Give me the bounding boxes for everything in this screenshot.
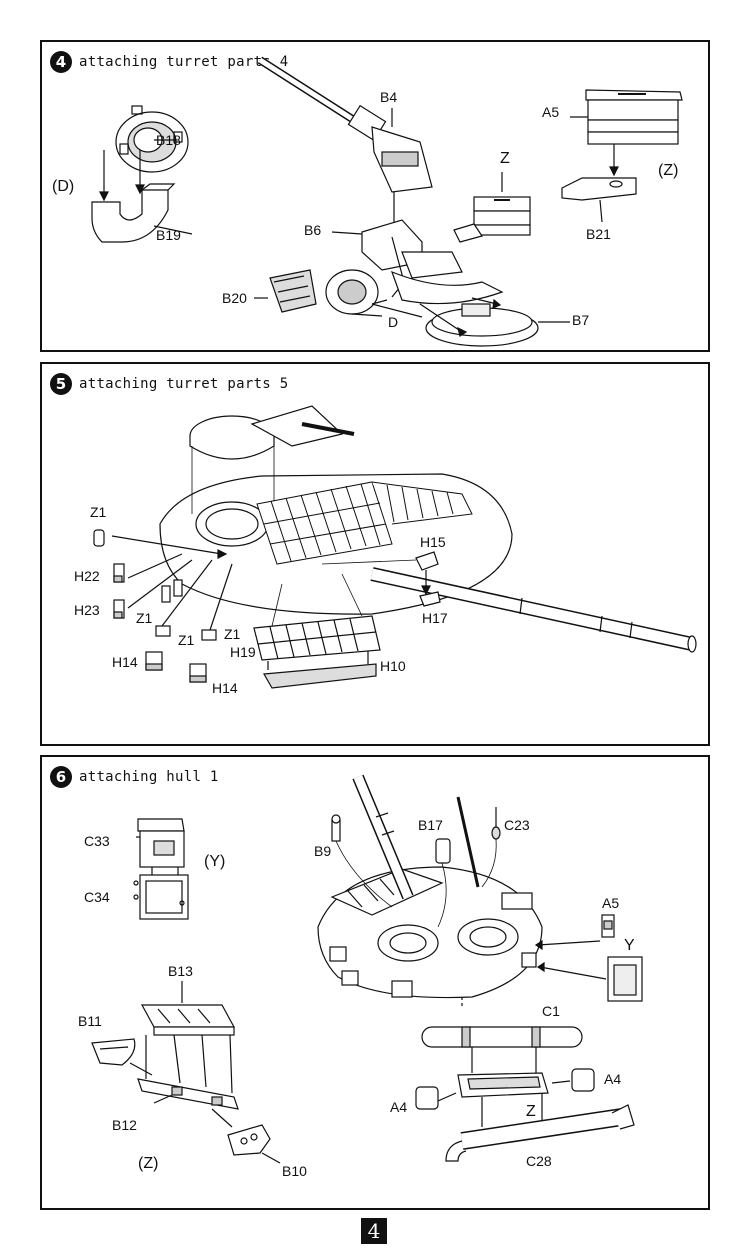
label-b4: B4 [380,89,398,105]
part-z1-drawing [93,529,105,547]
label-b11: B11 [78,1013,102,1029]
part-h10-drawing [263,663,377,689]
label-z1-top: Z1 [90,504,107,520]
part-b11-drawing [91,1038,136,1066]
part-y-box-drawing [607,956,643,1002]
label-h23: H23 [74,602,100,618]
step-title: attaching turret parts 4 [79,54,289,70]
step-5-illustration [93,405,697,689]
step-6-panel: 6 attaching hull 1 [40,755,710,1210]
part-h22-drawing [113,563,125,583]
label-c28: C28 [526,1153,552,1169]
label-z-sub: (Z) [658,162,679,179]
part-z-frame-drawing [457,1072,549,1098]
part-c34-drawing [133,874,189,920]
label-a4-right: A4 [604,1071,622,1087]
label-z: Z [526,1103,536,1120]
step-number: 4 [50,51,72,73]
label-b17: B17 [418,817,443,833]
part-b18-drawing [115,105,189,173]
part-h23-drawing [113,599,125,619]
step-number: 5 [50,373,72,395]
part-b12-drawing [137,1078,239,1110]
label-b18: B18 [156,132,181,148]
label-d: D [388,314,399,330]
label-c23: C23 [504,817,530,833]
label-h22: H22 [74,568,100,584]
step-4-illustration [91,56,683,347]
label-z-sub: (Z) [138,1155,159,1172]
label-h17: H17 [422,610,448,626]
part-b9-drawing [331,814,341,842]
label-b10: B10 [282,1163,307,1179]
part-c1-drawing [421,1026,583,1048]
part-h19-drawing [253,615,381,661]
part-b10-drawing [227,1124,271,1156]
part-b4-drawing [257,56,433,222]
label-b7: B7 [572,312,590,328]
step-title: attaching turret parts 5 [79,376,289,392]
label-c33: C33 [84,833,110,849]
part-a4-left-drawing [415,1086,439,1110]
label-b6: B6 [304,222,322,238]
label-c34: C34 [84,889,110,905]
part-h14-right-drawing [189,663,207,683]
main-gun-drawing [352,774,414,900]
step-6-header: 6 attaching hull 1 [50,766,219,788]
part-b21-drawing [561,177,637,201]
label-b20: B20 [222,290,247,306]
part-d-ring-drawing [325,269,379,315]
label-d-sub: (D) [52,178,75,195]
main-gun-drawing [370,567,697,653]
step-4-panel: 4 attaching turret parts 4 [40,40,710,352]
label-h14-right: H14 [212,680,238,696]
turret-assembly-drawing [317,866,543,999]
part-a4-right-drawing [571,1068,595,1092]
label-b21: B21 [586,226,611,242]
label-z1-b: Z1 [178,632,195,648]
label-h19: H19 [230,644,256,660]
label-b12: B12 [112,1117,137,1133]
part-b20-drawing [269,269,317,313]
part-h14-left-drawing [145,651,163,671]
part-a5-drawing [585,89,683,145]
step-title: attaching hull 1 [79,769,219,785]
step-6-illustration [91,774,643,1164]
label-c1: C1 [542,1003,560,1019]
part-c28-drawing [445,1104,635,1162]
part-c23-drawing [491,807,501,840]
label-a5: A5 [602,895,620,911]
step-4-header: 4 attaching turret parts 4 [50,51,289,73]
step-number: 6 [50,766,72,788]
label-a5: A5 [542,104,560,120]
label-b19: B19 [156,227,181,243]
label-h10: H10 [380,658,406,674]
part-z-box-drawing [473,196,531,236]
part-h17-drawing [419,591,441,607]
label-z: Z [500,150,510,167]
commander-cupola-drawing [189,405,355,460]
era-bricks-drawing [256,481,473,565]
part-b17-drawing [435,838,451,864]
label-b13: B13 [168,963,193,979]
label-a4-left: A4 [390,1099,408,1115]
part-c33-drawing [137,818,185,868]
label-h15: H15 [420,534,446,550]
label-y: Y [624,937,635,954]
page-number: 4 [361,1218,387,1244]
part-b7-drawing [425,303,539,347]
part-h15-drawing [415,551,439,571]
part-b13-drawing [140,1004,236,1036]
part-a5-drawing [601,914,615,938]
label-z1-c: Z1 [224,626,241,642]
label-z1-a: Z1 [136,610,153,626]
label-h14-left: H14 [112,654,138,670]
label-y-sub: (Y) [204,853,226,870]
step-5-panel: 5 attaching turret parts 5 [40,362,710,746]
step-5-header: 5 attaching turret parts 5 [50,373,289,395]
label-b9: B9 [314,843,332,859]
